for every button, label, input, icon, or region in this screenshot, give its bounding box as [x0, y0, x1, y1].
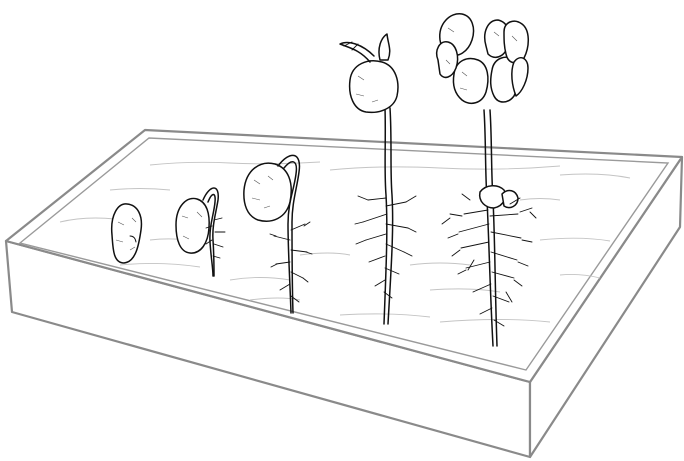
tray [6, 130, 682, 457]
